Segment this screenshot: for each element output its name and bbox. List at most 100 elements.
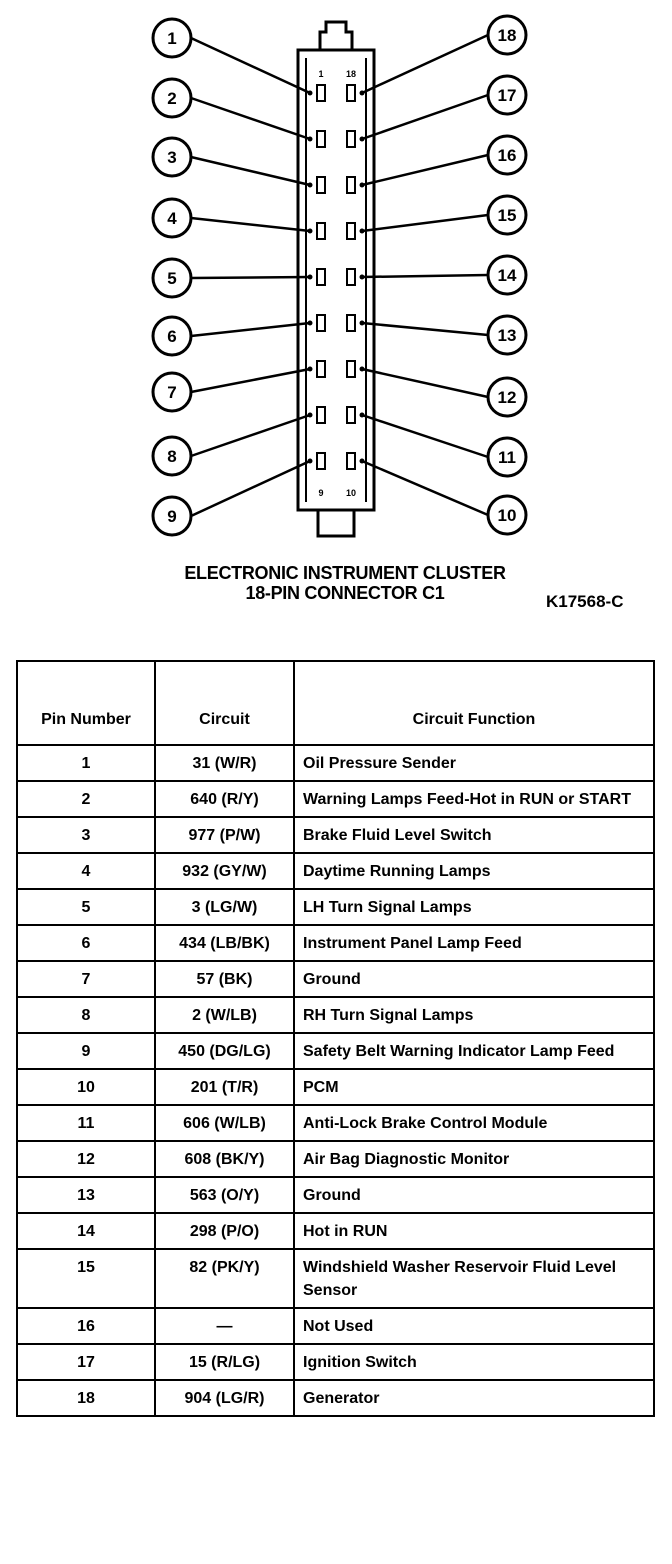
- circuit-cell: 904 (LG/R): [154, 1379, 295, 1417]
- circuit-function-cell: RH Turn Signal Lamps: [293, 996, 655, 1034]
- circuit-function-cell: Ground: [293, 960, 655, 998]
- leader-dot: [359, 366, 365, 372]
- circuit-cell: 563 (O/Y): [154, 1176, 295, 1214]
- pin-cavity: [316, 406, 326, 424]
- leader-line: [190, 367, 311, 394]
- callout-label: 6: [167, 327, 176, 346]
- pin-number-cell: 16: [16, 1307, 156, 1345]
- callout-circle: [486, 134, 528, 176]
- leader-line: [190, 459, 311, 518]
- pin-number-cell: 17: [16, 1343, 156, 1381]
- circuit-cell: 31 (W/R): [154, 744, 295, 782]
- pin-cavity: [346, 176, 356, 194]
- callout-circle: [151, 136, 193, 178]
- leader-dot: [307, 136, 313, 142]
- callout-label: 8: [167, 447, 176, 466]
- callout-label: 10: [498, 506, 517, 525]
- leader-dot: [359, 90, 365, 96]
- pin-cavity: [316, 130, 326, 148]
- leader-line: [361, 213, 489, 233]
- diagram-caption: ELECTRONIC INSTRUMENT CLUSTER: [184, 563, 506, 583]
- pin-number-cell: 7: [16, 960, 156, 998]
- callout-circle: [151, 77, 193, 119]
- callout-circle: [151, 495, 193, 537]
- circuit-function-cell: Air Bag Diagnostic Monitor: [293, 1140, 655, 1178]
- pin-cavity: [346, 222, 356, 240]
- leader-dot: [307, 274, 313, 280]
- leader-dot: [307, 182, 313, 188]
- leader-line: [361, 33, 489, 95]
- pin-cavity: [346, 406, 356, 424]
- pin-number-cell: 14: [16, 1212, 156, 1250]
- callout-label: 9: [167, 507, 176, 526]
- callout-circle: [486, 254, 528, 296]
- leader-line: [190, 96, 311, 141]
- circuit-function-cell: Hot in RUN: [293, 1212, 655, 1250]
- circuit-cell: 608 (BK/Y): [154, 1140, 295, 1178]
- leader-line: [190, 216, 311, 233]
- leader-line: [190, 155, 311, 187]
- leader-line: [190, 275, 311, 280]
- callout-label: 16: [498, 146, 517, 165]
- callout-label: 15: [498, 206, 517, 225]
- pin-number-cell: 15: [16, 1248, 156, 1309]
- callout-circle: [486, 194, 528, 236]
- callout-label: 18: [498, 26, 517, 45]
- callout-circle: [486, 376, 528, 418]
- leader-line: [190, 36, 311, 95]
- pin-number-cell: 4: [16, 852, 156, 890]
- callout-label: 11: [498, 448, 516, 467]
- table-header-row: Pin Number Circuit Circuit Function: [16, 660, 655, 746]
- leader-dot: [359, 412, 365, 418]
- callout-circle: [486, 494, 528, 536]
- pin-cavity: [316, 176, 326, 194]
- table-row: 16—Not Used: [16, 1307, 655, 1345]
- connector-body: [296, 20, 376, 538]
- circuit-function-cell: Ground: [293, 1176, 655, 1214]
- circuit-cell: 201 (T/R): [154, 1068, 295, 1106]
- leader-dot: [307, 90, 313, 96]
- pin-number-cell: 2: [16, 780, 156, 818]
- callout-label: 12: [498, 388, 517, 407]
- callout-circle: [486, 436, 528, 478]
- circuit-function-cell: Daytime Running Lamps: [293, 852, 655, 890]
- circuit-function-cell: PCM: [293, 1068, 655, 1106]
- pin-cavity: [346, 268, 356, 286]
- circuit-function-cell: Generator: [293, 1379, 655, 1417]
- leader-line: [361, 321, 489, 337]
- header-circuit: Circuit: [154, 660, 295, 746]
- connector-label-pin-1: 1: [318, 69, 323, 79]
- circuit-cell: 640 (R/Y): [154, 780, 295, 818]
- pin-number-cell: 3: [16, 816, 156, 854]
- leader-dot: [359, 182, 365, 188]
- pin-cavity: [346, 130, 356, 148]
- pin-cavity: [316, 222, 326, 240]
- leader-dot: [307, 228, 313, 234]
- leader-line: [190, 321, 311, 338]
- leader-dot: [307, 412, 313, 418]
- leader-line: [361, 153, 489, 187]
- circuit-function-cell: Warning Lamps Feed-Hot in RUN or START: [293, 780, 655, 818]
- figure-id: K17568-C: [546, 592, 624, 611]
- callout-circle: [151, 17, 193, 59]
- pin-number-cell: 9: [16, 1032, 156, 1070]
- leader-dot: [307, 320, 313, 326]
- callout-circle: [151, 371, 193, 413]
- callout-circle: [486, 14, 528, 56]
- circuit-function-cell: Brake Fluid Level Switch: [293, 816, 655, 854]
- leader-line: [361, 413, 489, 459]
- leader-line: [361, 93, 489, 141]
- pin-cavity: [316, 268, 326, 286]
